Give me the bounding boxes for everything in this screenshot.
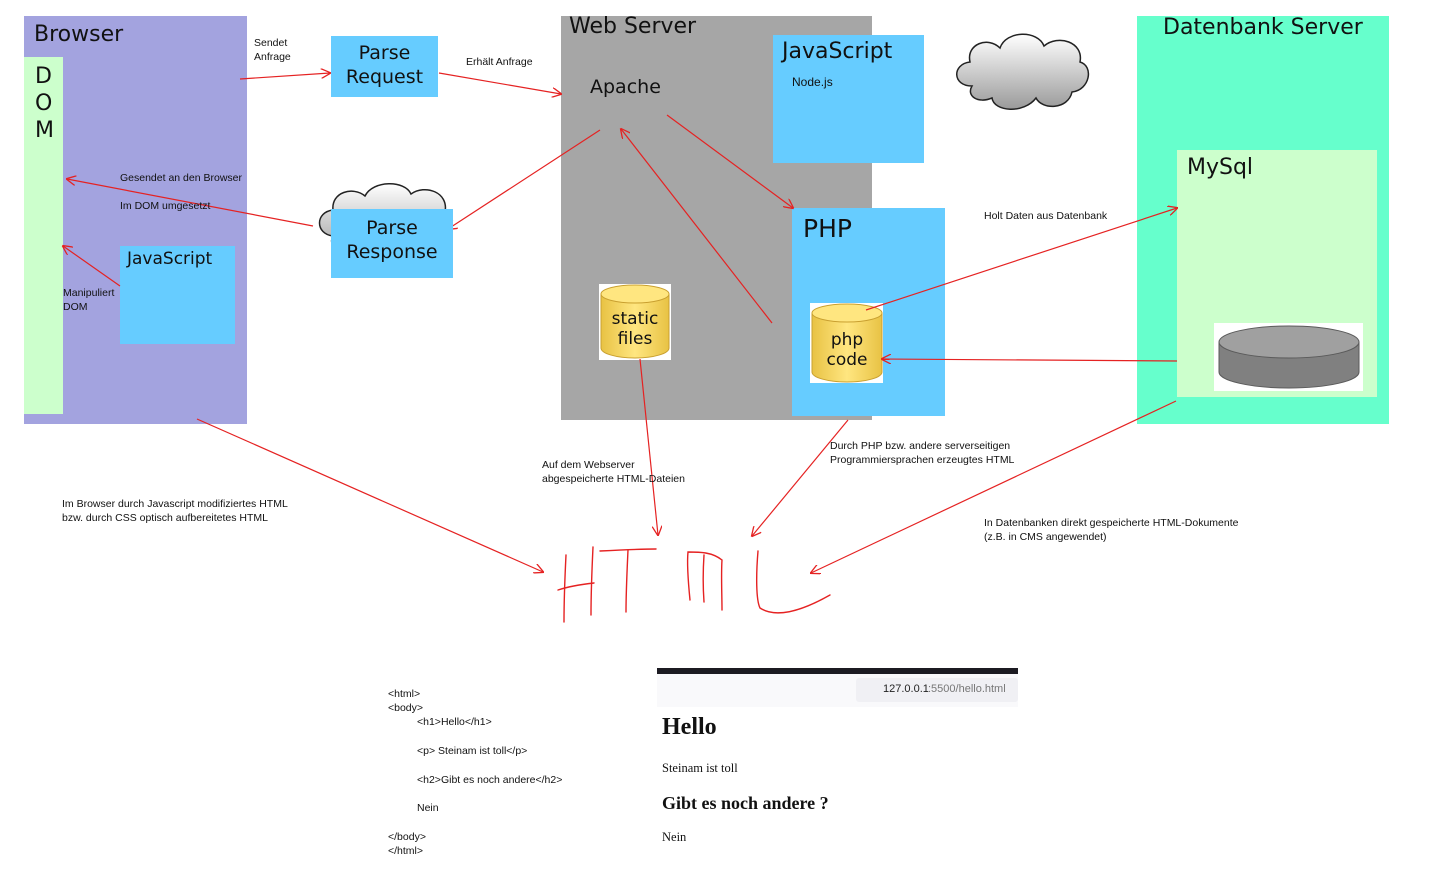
annotation-dom-applied: Im DOM umgesetzt	[120, 200, 211, 212]
url-path: :5500/hello.html	[928, 683, 1006, 695]
browser-javascript-box: JavaScript	[120, 246, 235, 344]
code-line: </body>	[388, 831, 426, 843]
annotation-php-generated: Durch PHP bzw. andere serverseitigen Pro…	[830, 440, 1015, 466]
preview-paragraph: Steinam ist toll	[662, 761, 738, 775]
db-server-title: Datenbank Server	[1163, 15, 1363, 40]
annotation-webserver-files: Auf dem Webserver abgespeicherte HTML-Da…	[542, 459, 685, 485]
apache-label: Apache	[590, 76, 661, 98]
parse-response-box: Parse Response	[331, 209, 453, 278]
server-javascript-label: JavaScript	[782, 39, 893, 64]
database-cylinder-frame	[1214, 323, 1363, 391]
annotation-send-request: Sendet Anfrage	[254, 37, 291, 63]
code-line: <p> Steinam ist toll</p>	[417, 745, 528, 757]
preview-h1: Hello	[662, 714, 717, 740]
code-line: <h1>Hello</h1>	[417, 716, 492, 728]
static-files-label: static files	[611, 309, 659, 349]
arrow-receive-request	[438, 72, 561, 94]
annotation-manipulates-dom: Manipuliert DOM	[63, 287, 115, 313]
preview-tail: Nein	[662, 830, 687, 844]
cloud-icon	[956, 33, 1090, 110]
mysql-label: MySql	[1187, 155, 1254, 180]
php-code-label: php code	[826, 330, 868, 370]
browser-title: Browser	[34, 22, 124, 47]
nodejs-label: Node.js	[792, 75, 833, 89]
code-line: <html>	[388, 688, 421, 700]
url-bar[interactable]: 127.0.0.1 :5500/hello.html	[856, 678, 1018, 702]
annotation-browser-modified: Im Browser durch Javascript modifizierte…	[62, 498, 288, 524]
code-line: Nein	[417, 802, 439, 814]
nodejs-box: JavaScript Node.js	[773, 35, 924, 163]
preview-h2: Gibt es noch andere ?	[662, 793, 829, 813]
code-line: <body>	[388, 702, 424, 714]
arrow-browser-to-html	[196, 418, 543, 572]
parse-response-label: Parse Response	[346, 217, 438, 263]
php-box: PHP	[792, 208, 945, 416]
dom-box: D O M	[24, 57, 63, 414]
html-code-listing: <html> <body> <h1>Hello</h1> <p> Steinam…	[388, 688, 618, 868]
annotation-db-stored: In Datenbanken direkt gespeicherte HTML-…	[984, 517, 1239, 543]
browser-javascript-label: JavaScript	[127, 249, 213, 269]
web-server-title: Web Server	[569, 14, 697, 39]
code-line: </html>	[388, 845, 424, 857]
code-line: <h2>Gibt es noch andere</h2>	[417, 774, 563, 786]
annotation-receive-request: Erhält Anfrage	[466, 56, 533, 68]
arrow-php-to-html	[752, 419, 849, 536]
parse-request-label: Parse Request	[345, 42, 424, 88]
annotation-fetch-data: Holt Daten aus Datenbank	[984, 210, 1108, 222]
annotation-sent-to-browser: Gesendet an den Browser	[120, 172, 242, 184]
php-label: PHP	[803, 214, 852, 243]
parse-request-box: Parse Request	[331, 36, 438, 97]
arrow-db-to-html	[811, 400, 1177, 573]
dom-label: D O M	[35, 64, 54, 143]
handwritten-html	[557, 546, 831, 623]
arrow-send-request	[239, 73, 330, 80]
url-host: 127.0.0.1	[883, 683, 929, 695]
browser-preview-topbar	[657, 668, 1018, 674]
